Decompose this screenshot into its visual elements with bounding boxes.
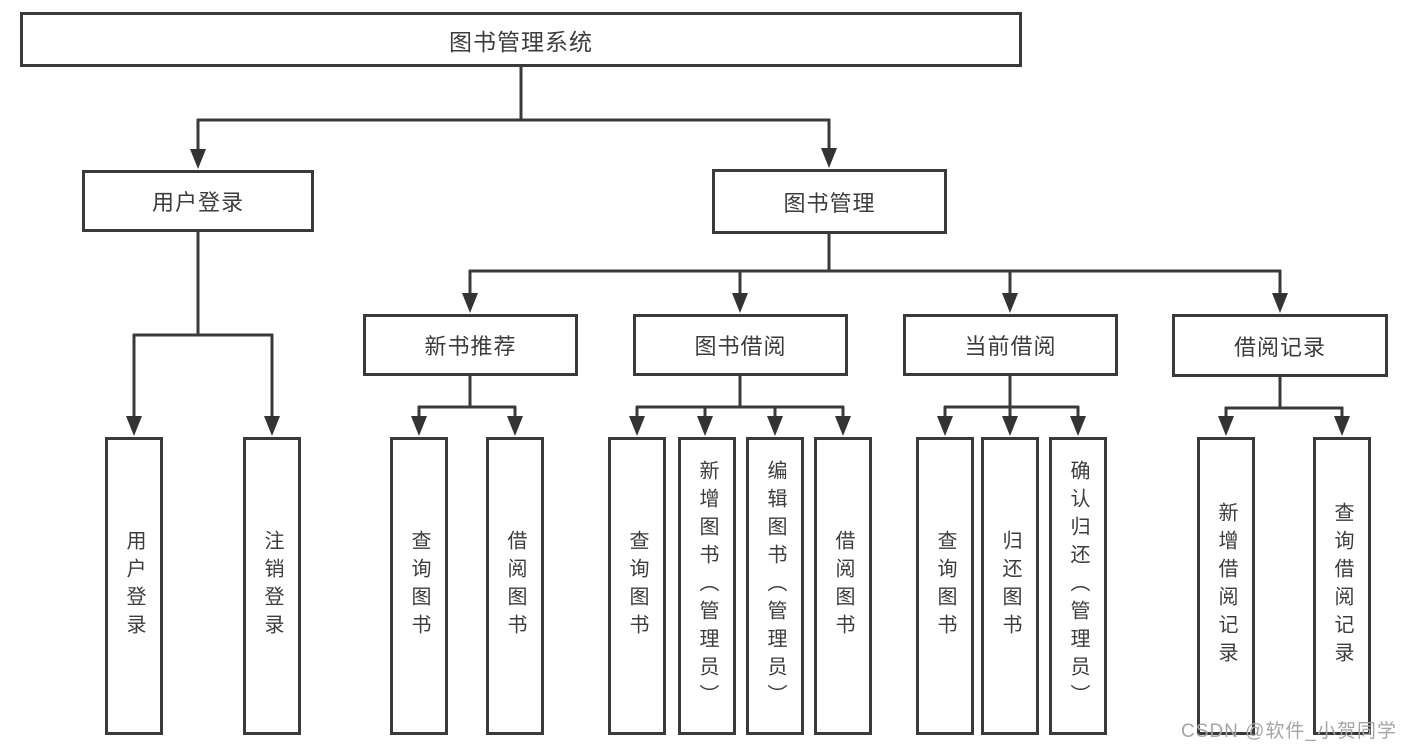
- node-edit-books-admin: 编辑图书（管理员）: [746, 437, 804, 735]
- node-label: 查询图书: [626, 530, 648, 642]
- node-label: 借阅图书: [504, 530, 526, 642]
- node-return-books: 归还图书: [981, 437, 1039, 735]
- node-new-book-recommendation: 新书推荐: [363, 314, 578, 376]
- node-label: 新书推荐: [424, 334, 517, 359]
- node-add-books-admin: 新增图书（管理员）: [678, 437, 736, 735]
- node-label: 确认归还（管理员）: [1067, 460, 1089, 712]
- node-label: 新增借阅记录: [1215, 502, 1237, 670]
- node-label: 图书借阅: [694, 334, 787, 359]
- node-library-management-system: 图书管理系统: [20, 12, 1022, 67]
- node-user-login: 用户登录: [82, 170, 314, 232]
- node-label: 图书管理系统: [449, 28, 593, 55]
- node-label: 借阅记录: [1233, 334, 1326, 360]
- node-label: 用户登录: [123, 530, 145, 642]
- node-label: 查询借阅记录: [1331, 502, 1353, 670]
- node-book-borrowing: 图书借阅: [633, 314, 848, 376]
- node-label: 查询图书: [934, 530, 956, 642]
- node-query-borrow-record: 查询借阅记录: [1313, 437, 1371, 735]
- node-query-books-2: 查询图书: [608, 437, 666, 735]
- node-book-management: 图书管理: [712, 169, 947, 234]
- node-label: 借阅图书: [832, 530, 854, 642]
- node-borrow-books-2: 借阅图书: [814, 437, 872, 735]
- node-current-borrowing: 当前借阅: [903, 314, 1118, 376]
- node-label: 编辑图书（管理员）: [764, 460, 786, 712]
- node-label: 归还图书: [999, 530, 1021, 642]
- node-label: 用户登录: [151, 190, 244, 215]
- node-query-books-3: 查询图书: [916, 437, 974, 735]
- node-logout: 注销登录: [243, 437, 301, 735]
- node-borrowing-records: 借阅记录: [1172, 314, 1388, 377]
- node-borrow-books-1: 借阅图书: [486, 437, 544, 735]
- node-confirm-return-admin: 确认归还（管理员）: [1049, 437, 1107, 735]
- node-label: 当前借阅: [964, 334, 1057, 359]
- node-label: 新增图书（管理员）: [696, 460, 718, 712]
- node-user-login-leaf: 用户登录: [105, 437, 163, 735]
- node-label: 注销登录: [261, 530, 283, 642]
- node-label: 图书管理: [783, 190, 876, 216]
- node-add-borrow-record: 新增借阅记录: [1197, 437, 1255, 735]
- node-label: 查询图书: [408, 530, 430, 642]
- csdn-watermark: CSDN @软件_小贺同学: [1181, 721, 1397, 742]
- node-query-books-1: 查询图书: [390, 437, 448, 735]
